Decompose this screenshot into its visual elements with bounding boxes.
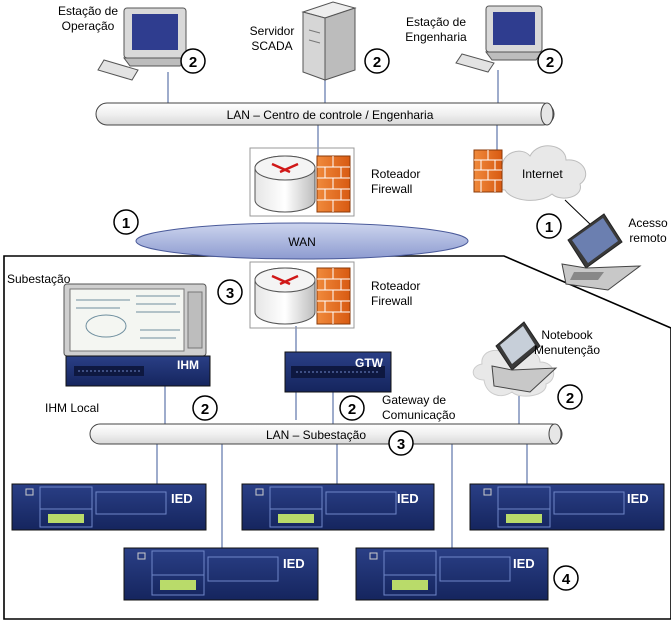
svg-text:1: 1: [122, 215, 130, 232]
lan-substation-pipe: [89, 423, 563, 445]
gateway-label-l2: Comunicação: [382, 408, 456, 422]
marker-2-gateway: 2: [339, 395, 365, 421]
svg-text:1: 1: [545, 219, 553, 236]
lan-control-pipe: [95, 102, 555, 126]
marker-1-wan: 1: [113, 209, 139, 235]
substation-boundary: [3, 255, 671, 620]
internet-label: Internet: [522, 167, 563, 181]
gateway-device-icon: [284, 351, 392, 393]
remote-laptop-icon: [561, 213, 642, 291]
internet-firewall-icon: [473, 149, 503, 193]
wan-label: WAN: [288, 235, 316, 249]
ihm-panel-icon: [63, 283, 211, 387]
operation-workstation-label-l2: Operação: [62, 19, 115, 33]
ied-device-5: [355, 547, 549, 601]
remote-access-label-l1: Acesso: [628, 216, 668, 230]
marker-2-scada: 2: [364, 48, 390, 74]
marker-2-notebook: 2: [557, 384, 583, 410]
svg-text:2: 2: [566, 390, 574, 407]
gateway-badge: GTW: [355, 356, 384, 370]
notebook-label-l2: Menutenção: [534, 343, 600, 357]
substation-firewall-icon: [316, 267, 351, 325]
engineering-workstation-icon: [455, 5, 543, 73]
wan-cloud: [135, 222, 469, 260]
ied-label-3: IED: [627, 491, 649, 506]
remote-access-link: [564, 199, 593, 227]
notebook-label-l1: Notebook: [541, 328, 593, 342]
svg-text:3: 3: [397, 436, 405, 453]
gateway-label-l1: Gateway de: [382, 393, 446, 407]
lan-substation-label: LAN – Subestação: [266, 428, 366, 442]
substation-router-label-l2: Firewall: [371, 294, 412, 308]
svg-text:2: 2: [201, 401, 209, 418]
top-router-label-l1: Roteador: [371, 167, 420, 181]
operation-workstation-label-l1: Estação de: [58, 4, 118, 18]
top-router-icon: [249, 147, 355, 217]
svg-text:2: 2: [373, 54, 381, 71]
marker-4-ied: 4: [553, 565, 579, 591]
ied-device-2: [241, 483, 435, 531]
remote-access-label-l2: remoto: [629, 231, 667, 245]
ied-label-4: IED: [283, 556, 305, 571]
ied-label-2: IED: [397, 491, 419, 506]
top-router-label-l2: Firewall: [371, 182, 412, 196]
scada-server-label-l1: Servidor: [250, 24, 295, 38]
marker-2-operation: 2: [180, 48, 206, 74]
substation-label: Subestação: [7, 272, 71, 286]
ihm-badge: IHM: [177, 358, 199, 372]
lan-control-label: LAN – Centro de controle / Engenharia: [227, 108, 434, 122]
top-firewall-icon: [316, 155, 351, 213]
ied-label-1: IED: [171, 491, 193, 506]
marker-3-router: 3: [217, 279, 243, 305]
svg-text:2: 2: [189, 54, 197, 71]
ied-device-4: [123, 547, 319, 601]
engineering-workstation-label-l1: Estação de: [406, 15, 466, 29]
engineering-workstation-label-l2: Engenharia: [405, 30, 467, 44]
ied-device-1: [11, 483, 207, 531]
marker-2-ihm: 2: [192, 395, 218, 421]
marker-2-engineering: 2: [537, 48, 563, 74]
ihm-local-label: IHM Local: [45, 401, 99, 415]
scada-server-icon: [301, 1, 357, 81]
ied-device-3: [469, 483, 665, 531]
svg-text:2: 2: [546, 54, 554, 71]
connection-lines: [156, 70, 534, 548]
maintenance-notebook-icon: [472, 321, 558, 397]
ied-label-5: IED: [513, 556, 535, 571]
substation-router-icon: [249, 261, 355, 329]
svg-text:3: 3: [226, 285, 234, 302]
svg-text:2: 2: [348, 401, 356, 418]
substation-router-label-l1: Roteador: [371, 279, 420, 293]
marker-3-lan: 3: [388, 430, 414, 456]
marker-1-remote: 1: [536, 213, 562, 239]
svg-text:4: 4: [562, 571, 571, 588]
scada-server-label-l2: SCADA: [251, 39, 292, 53]
operation-workstation-icon: [97, 7, 187, 81]
